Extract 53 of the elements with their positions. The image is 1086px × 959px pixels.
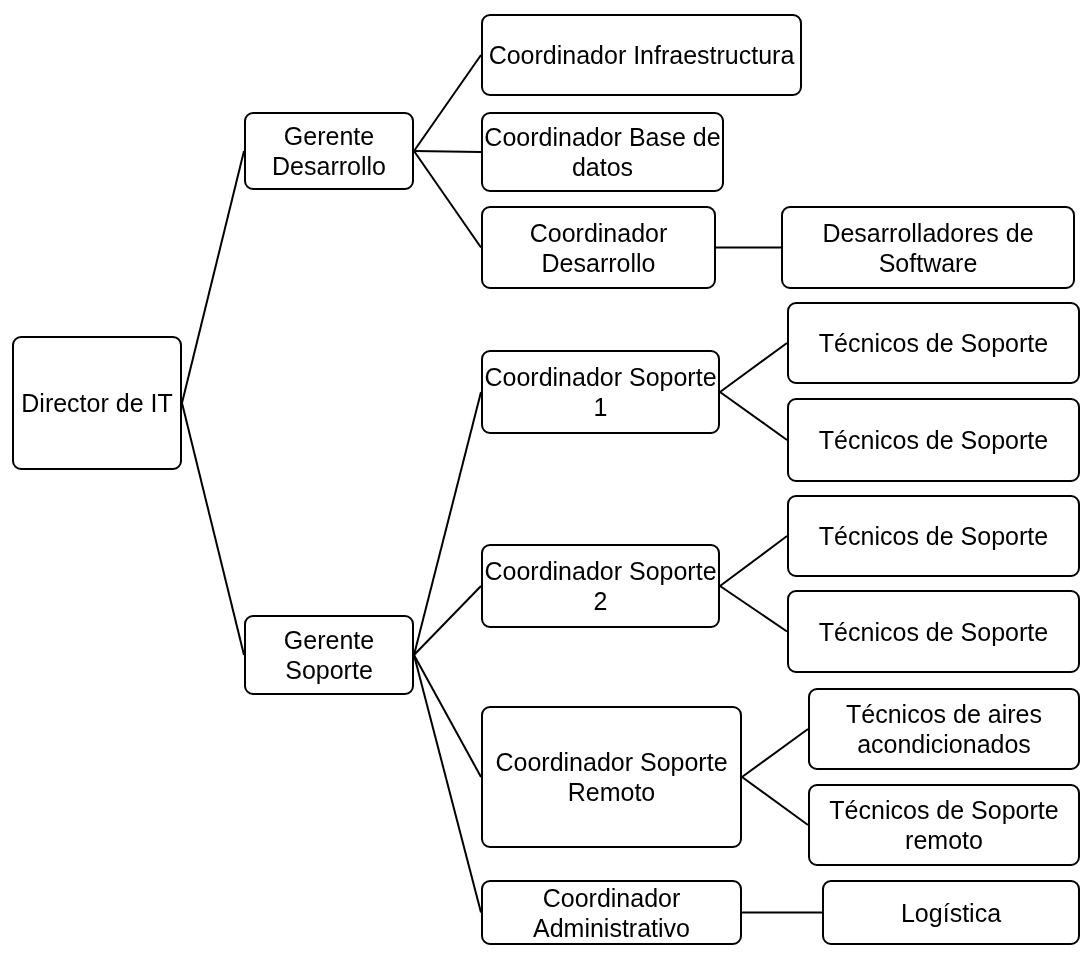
org-box (822, 880, 1080, 945)
role-title: Técnicos de Soporte (818, 616, 1049, 647)
org-box (481, 880, 742, 945)
org-box (244, 112, 414, 190)
connector-line (715, 246, 782, 249)
role-title: Técnicos de Soporte remoto (828, 795, 1060, 855)
role-title: Coordinador Soporte Remoto (494, 747, 729, 807)
role-title: Coordinador Soporte 2 (483, 556, 718, 616)
connector-line (719, 391, 788, 441)
connector-line (413, 150, 482, 249)
org-box (481, 544, 720, 628)
role-title: Coordinador Soporte 1 (483, 362, 718, 422)
connector-line (413, 391, 482, 656)
org-box (12, 336, 182, 470)
role-title: Coordinador Base de datos (483, 122, 722, 182)
org-box (481, 112, 724, 192)
role-title: Desarrolladores de Software (821, 217, 1035, 278)
org-box (481, 706, 742, 848)
org-box (787, 302, 1080, 384)
role-title: Gerente Desarrollo (271, 121, 387, 181)
org-box (481, 14, 802, 96)
org-box (787, 398, 1080, 482)
role-title: Coordinador Administrativo (532, 882, 691, 943)
role-title: Logística (900, 897, 1002, 928)
role-title: Técnicos de Soporte (818, 521, 1049, 551)
connector-line (413, 585, 482, 656)
connector-line (741, 728, 809, 778)
role-title: Técnicos de aires acondicionados (845, 699, 1043, 759)
role-title: Técnicos de Soporte (818, 425, 1049, 455)
org-box (481, 350, 720, 434)
connector-line (413, 150, 482, 153)
org-box (244, 615, 414, 695)
connector-line (181, 150, 245, 404)
connector-line (413, 54, 482, 152)
connector-line (719, 342, 788, 393)
connector-line (741, 911, 823, 914)
connector-line (719, 585, 788, 633)
role-title: Director de IT (21, 388, 173, 418)
org-box (787, 495, 1080, 577)
role-title: Gerente Soporte (282, 625, 376, 685)
connector-line (181, 402, 245, 656)
connector-line (413, 654, 482, 778)
org-box (787, 590, 1080, 673)
connector-line (719, 535, 788, 587)
connector-line (741, 776, 809, 826)
role-title: Técnicos de Soporte (818, 328, 1049, 358)
connector-line (413, 654, 482, 914)
org-box (481, 206, 716, 289)
role-title: Coordinador Infraestructura (488, 40, 795, 70)
org-box (808, 688, 1080, 770)
org-box (781, 206, 1075, 289)
role-title: Coordinador Desarrollo (528, 217, 669, 278)
org-box (808, 784, 1080, 866)
